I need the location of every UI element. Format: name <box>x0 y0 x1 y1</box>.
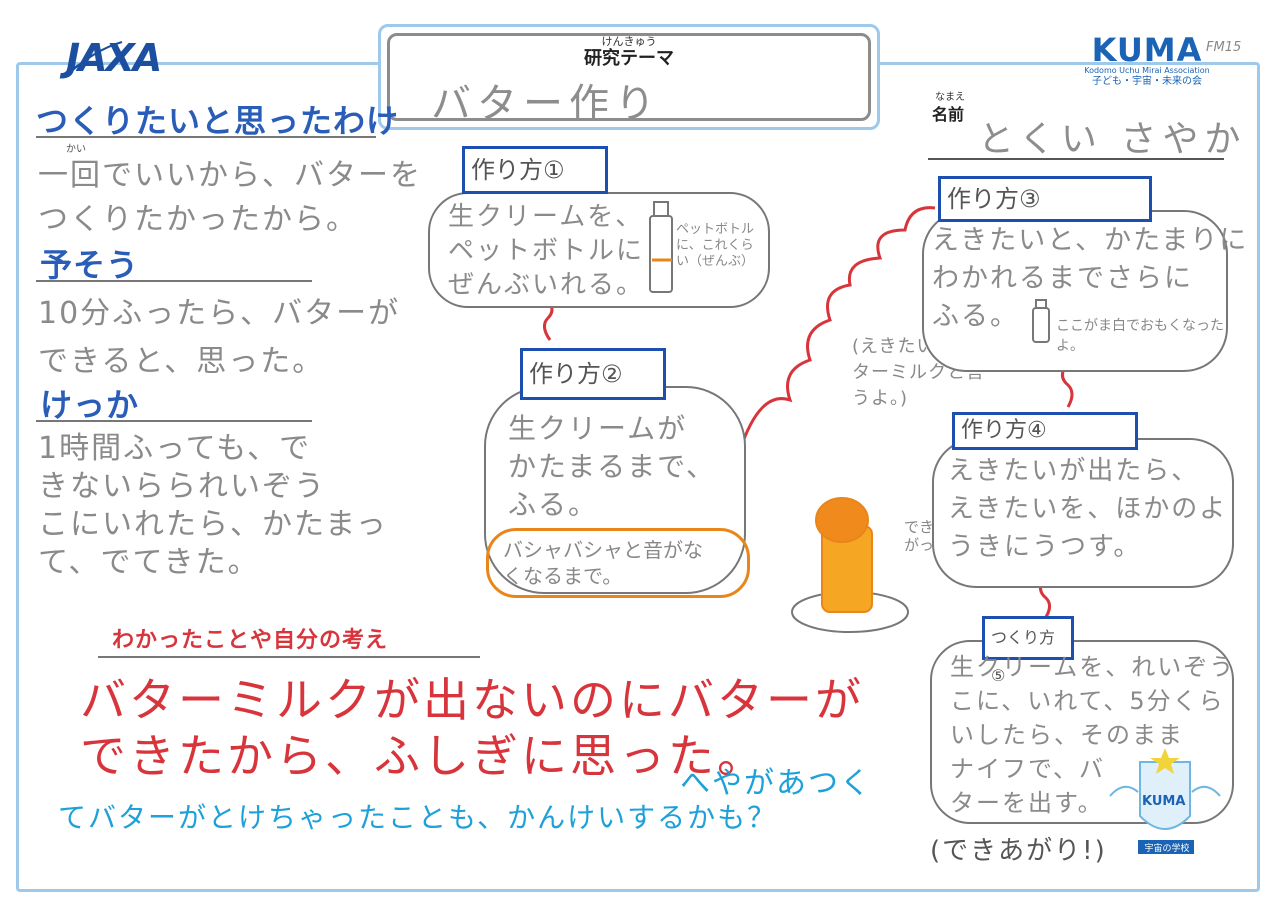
reason-text: 一回でいいから、バターを つくりたかったから。 <box>38 154 422 242</box>
step3-title: 作り方③ <box>938 176 1152 222</box>
prediction-line: できると、思った。 <box>38 344 325 379</box>
step4-line: うきにうつす。 <box>948 532 1142 562</box>
step4-title: 作り方④ <box>952 412 1138 450</box>
prediction-text: 10分ふったら、バターが できると、思った。 <box>38 290 400 386</box>
theme-value: バター作り <box>431 81 661 127</box>
step1-line: ぜんぶいれる。 <box>448 270 645 300</box>
kuma-logo-title: KUMA <box>1091 31 1203 69</box>
step5-line: いしたら、そのまま <box>950 721 1184 749</box>
result-text: 1時間ふっても、で きないらられいぞう こにいれたら、かたまっ て、でてきた。 <box>38 430 388 582</box>
butter-jar-icon <box>791 497 909 633</box>
findings-line3: へやがあつく <box>680 766 872 801</box>
step1-line: ペットボトルに <box>448 236 645 266</box>
step2-line: かたまるまで、 <box>508 450 717 483</box>
buttermilk-note-line: うよ。) <box>852 388 909 409</box>
findings-line2: できたから、ふしぎに思った。 <box>80 730 766 782</box>
bottle-small-icon <box>1032 299 1050 343</box>
step3-line: えきたいと、かたまりに <box>932 225 1249 256</box>
step4-text: えきたいが出たら、 えきたいを、ほかのよ うきにうつす。 <box>948 452 1227 566</box>
step5-text: 生クリームを、れいぞう こに、いれて、5分くら いしたら、そのまま ナイフで、バ… <box>950 650 1235 820</box>
step2-title: 作り方② <box>520 348 666 400</box>
step4-line: えきたいを、ほかのよ <box>948 494 1228 524</box>
step1-title: 作り方① <box>462 146 608 194</box>
step3-line: わかれるまでさらに <box>932 263 1193 294</box>
step3-line: ふる。 <box>932 301 1019 332</box>
name-label: 名前 <box>932 105 965 124</box>
reason-line: つくりたかったから。 <box>38 202 358 237</box>
step5-line: ターを出す。 <box>950 789 1104 817</box>
name-ruby: なまえ <box>935 92 965 103</box>
prediction-line: 10分ふったら、バターが <box>38 296 401 331</box>
name-value: とくい さやか <box>978 119 1247 160</box>
step2-note-bubble: バシャバシャと音がな くなるまで。 <box>486 528 750 598</box>
kuma-logo-sub-en: Kodomo Uchu Mirai Association <box>1084 66 1210 75</box>
theme-box: けんきゅう 研究テーマ バター作り <box>378 24 880 130</box>
step4-bubble <box>932 438 1234 588</box>
step2-note-line: くなるまで。 <box>503 564 623 588</box>
findings-line1: バターミルクが出ないのにバターが <box>80 674 864 726</box>
reason-heading: つくりたいと思ったわけ <box>36 102 400 140</box>
step2-line: 生クリームが <box>508 412 688 445</box>
findings-underline <box>98 656 480 658</box>
step5-line: ナイフで、バ <box>950 755 1106 783</box>
findings-line4: てバターがとけちゃったことも、かんけいするかも？ <box>58 801 778 834</box>
theme-label: 研究テーマ <box>584 48 674 69</box>
step3-note: ここがま白でおもくなったよ。 <box>1056 318 1224 354</box>
result-line: て、でてきた。 <box>38 545 260 580</box>
result-heading: けっか <box>40 386 140 424</box>
step1-bubble <box>428 192 770 308</box>
result-line: きないらられいぞう <box>38 469 326 504</box>
step5-line: こに、いれて、5分くら <box>950 687 1225 715</box>
reason-ruby: かい <box>66 144 86 155</box>
reason-underline <box>36 136 376 138</box>
reason-line: 一回でいいから、バターを <box>38 158 422 193</box>
step4-line: えきたいが出たら、 <box>948 456 1200 486</box>
result-line: 1時間ふっても、で <box>38 431 312 466</box>
theme-inner-border <box>387 33 871 121</box>
prediction-heading: 予そう <box>40 246 140 284</box>
prediction-underline <box>36 280 312 282</box>
result-line: こにいれたら、かたまっ <box>38 507 388 542</box>
theme-ruby: けんきゅう <box>601 35 657 48</box>
kuma-logo-sub-jp: 子ども・宇宙・未来の会 <box>1092 76 1202 87</box>
step2-line: ふる。 <box>508 488 599 521</box>
pet-bottle-icon <box>649 201 673 293</box>
badge-label: KUMA <box>1142 794 1186 809</box>
step2-text: 生クリームが かたまるまで、 ふる。 <box>508 410 716 524</box>
step2-bubble <box>484 386 746 594</box>
step3-text: えきたいと、かたまりに わかれるまでさらに ふる。 <box>932 222 1248 336</box>
step1-text: 生クリームを、 ペットボトルに ぜんぶいれる。 <box>448 200 644 302</box>
step5-line: 生クリームを、れいぞう <box>950 653 1236 681</box>
badge-caption: 宇宙の学校 <box>1144 844 1190 854</box>
step1-note: ペットボトルに、これくらい（ぜんぶ） <box>676 222 755 269</box>
step1-line: 生クリームを、 <box>448 202 644 232</box>
step2-note-line: バシャバシャと音がな <box>503 538 703 562</box>
finish-note: (できあがり!) <box>930 836 1107 866</box>
name-underline <box>928 158 1224 160</box>
step5-title: つくり方⑤ <box>982 616 1074 685</box>
jaxa-swoosh-icon <box>65 41 123 77</box>
corner-note: FM15 <box>1206 40 1242 55</box>
kuma-badge-icon <box>1109 748 1221 854</box>
kuma-logo: KUMA Kodomo Uchu Mirai Association 子ども・宇… <box>1082 34 1212 88</box>
jaxa-logo: JAXA <box>66 36 162 80</box>
result-underline <box>36 420 312 422</box>
findings-heading: わかったことや自分の考え <box>112 628 389 653</box>
